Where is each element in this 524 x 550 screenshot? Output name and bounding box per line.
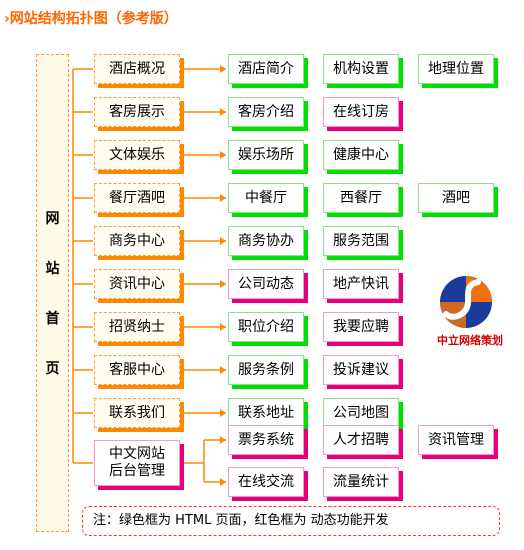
arrowhead bbox=[220, 237, 226, 245]
arrowhead bbox=[220, 108, 226, 116]
category-node: 资讯中心 bbox=[94, 269, 180, 299]
category-node: 客服中心 bbox=[94, 355, 180, 385]
html-page-node: 中餐厅 bbox=[228, 183, 304, 213]
html-page-node: 服务范围 bbox=[323, 226, 399, 256]
brand-logo-icon bbox=[440, 276, 492, 328]
dynamic-feature-node: 投诉建议 bbox=[323, 355, 399, 385]
html-page-node: 酒店简介 bbox=[228, 54, 304, 84]
dynamic-feature-node: 我要应聘 bbox=[323, 312, 399, 342]
arrowhead bbox=[220, 366, 226, 374]
html-page-node: 机构设置 bbox=[323, 54, 399, 84]
html-page-node: 服务条例 bbox=[228, 355, 304, 385]
dynamic-feature-node: 公司动态 bbox=[228, 269, 304, 299]
dynamic-feature-node: 地产快讯 bbox=[323, 269, 399, 299]
arrowhead bbox=[220, 65, 226, 73]
dynamic-feature-node: 在线订房 bbox=[323, 97, 399, 127]
html-page-node: 酒吧 bbox=[418, 183, 494, 213]
category-node: 文体娱乐 bbox=[94, 140, 180, 170]
arrowhead bbox=[220, 323, 226, 331]
dynamic-feature-node: 流量统计 bbox=[323, 467, 399, 497]
brand-name: 中立网络策划 bbox=[437, 334, 503, 347]
dynamic-feature-node: 人才招聘 bbox=[323, 425, 399, 455]
html-page-node: 健康中心 bbox=[323, 140, 399, 170]
arrowhead bbox=[220, 151, 226, 159]
category-node: 招贤纳士 bbox=[94, 312, 180, 342]
category-node: 酒店概况 bbox=[94, 54, 180, 84]
dynamic-feature-node: 在线交流 bbox=[228, 467, 304, 497]
legend-note: 注：绿色框为 HTML 页面，红色框为 动态功能开发 bbox=[82, 506, 500, 536]
arrowhead bbox=[220, 280, 226, 288]
category-node: 客房展示 bbox=[94, 97, 180, 127]
arrowhead bbox=[220, 436, 226, 444]
html-page-node: 公司地图 bbox=[323, 398, 399, 428]
admin-category-node: 中文网站 后台管理 bbox=[94, 440, 180, 486]
category-node: 商务中心 bbox=[94, 226, 180, 256]
dynamic-feature-node: 票务系统 bbox=[228, 425, 304, 455]
html-page-node: 商务协办 bbox=[228, 226, 304, 256]
html-page-node: 职位介绍 bbox=[228, 312, 304, 342]
arrowhead bbox=[220, 409, 226, 417]
html-page-node: 娱乐场所 bbox=[228, 140, 304, 170]
diagram-title: ›网站结构拓扑图（参考版） bbox=[4, 11, 178, 27]
arrowhead bbox=[220, 478, 226, 486]
root-char: 站 bbox=[45, 261, 60, 277]
html-page-node: 地理位置 bbox=[418, 54, 494, 84]
root-char: 页 bbox=[45, 361, 60, 377]
root-char: 首 bbox=[45, 311, 60, 327]
root-char: 网 bbox=[45, 211, 60, 227]
html-page-node: 联系地址 bbox=[228, 398, 304, 428]
dynamic-feature-node: 资讯管理 bbox=[418, 425, 494, 455]
arrowhead bbox=[220, 194, 226, 202]
root-node-homepage: 网 站 首 页 bbox=[36, 54, 69, 532]
html-page-node: 西餐厅 bbox=[323, 183, 399, 213]
html-page-node: 客房介绍 bbox=[228, 97, 304, 127]
category-node: 联系我们 bbox=[94, 398, 180, 428]
category-node: 餐厅酒吧 bbox=[94, 183, 180, 213]
